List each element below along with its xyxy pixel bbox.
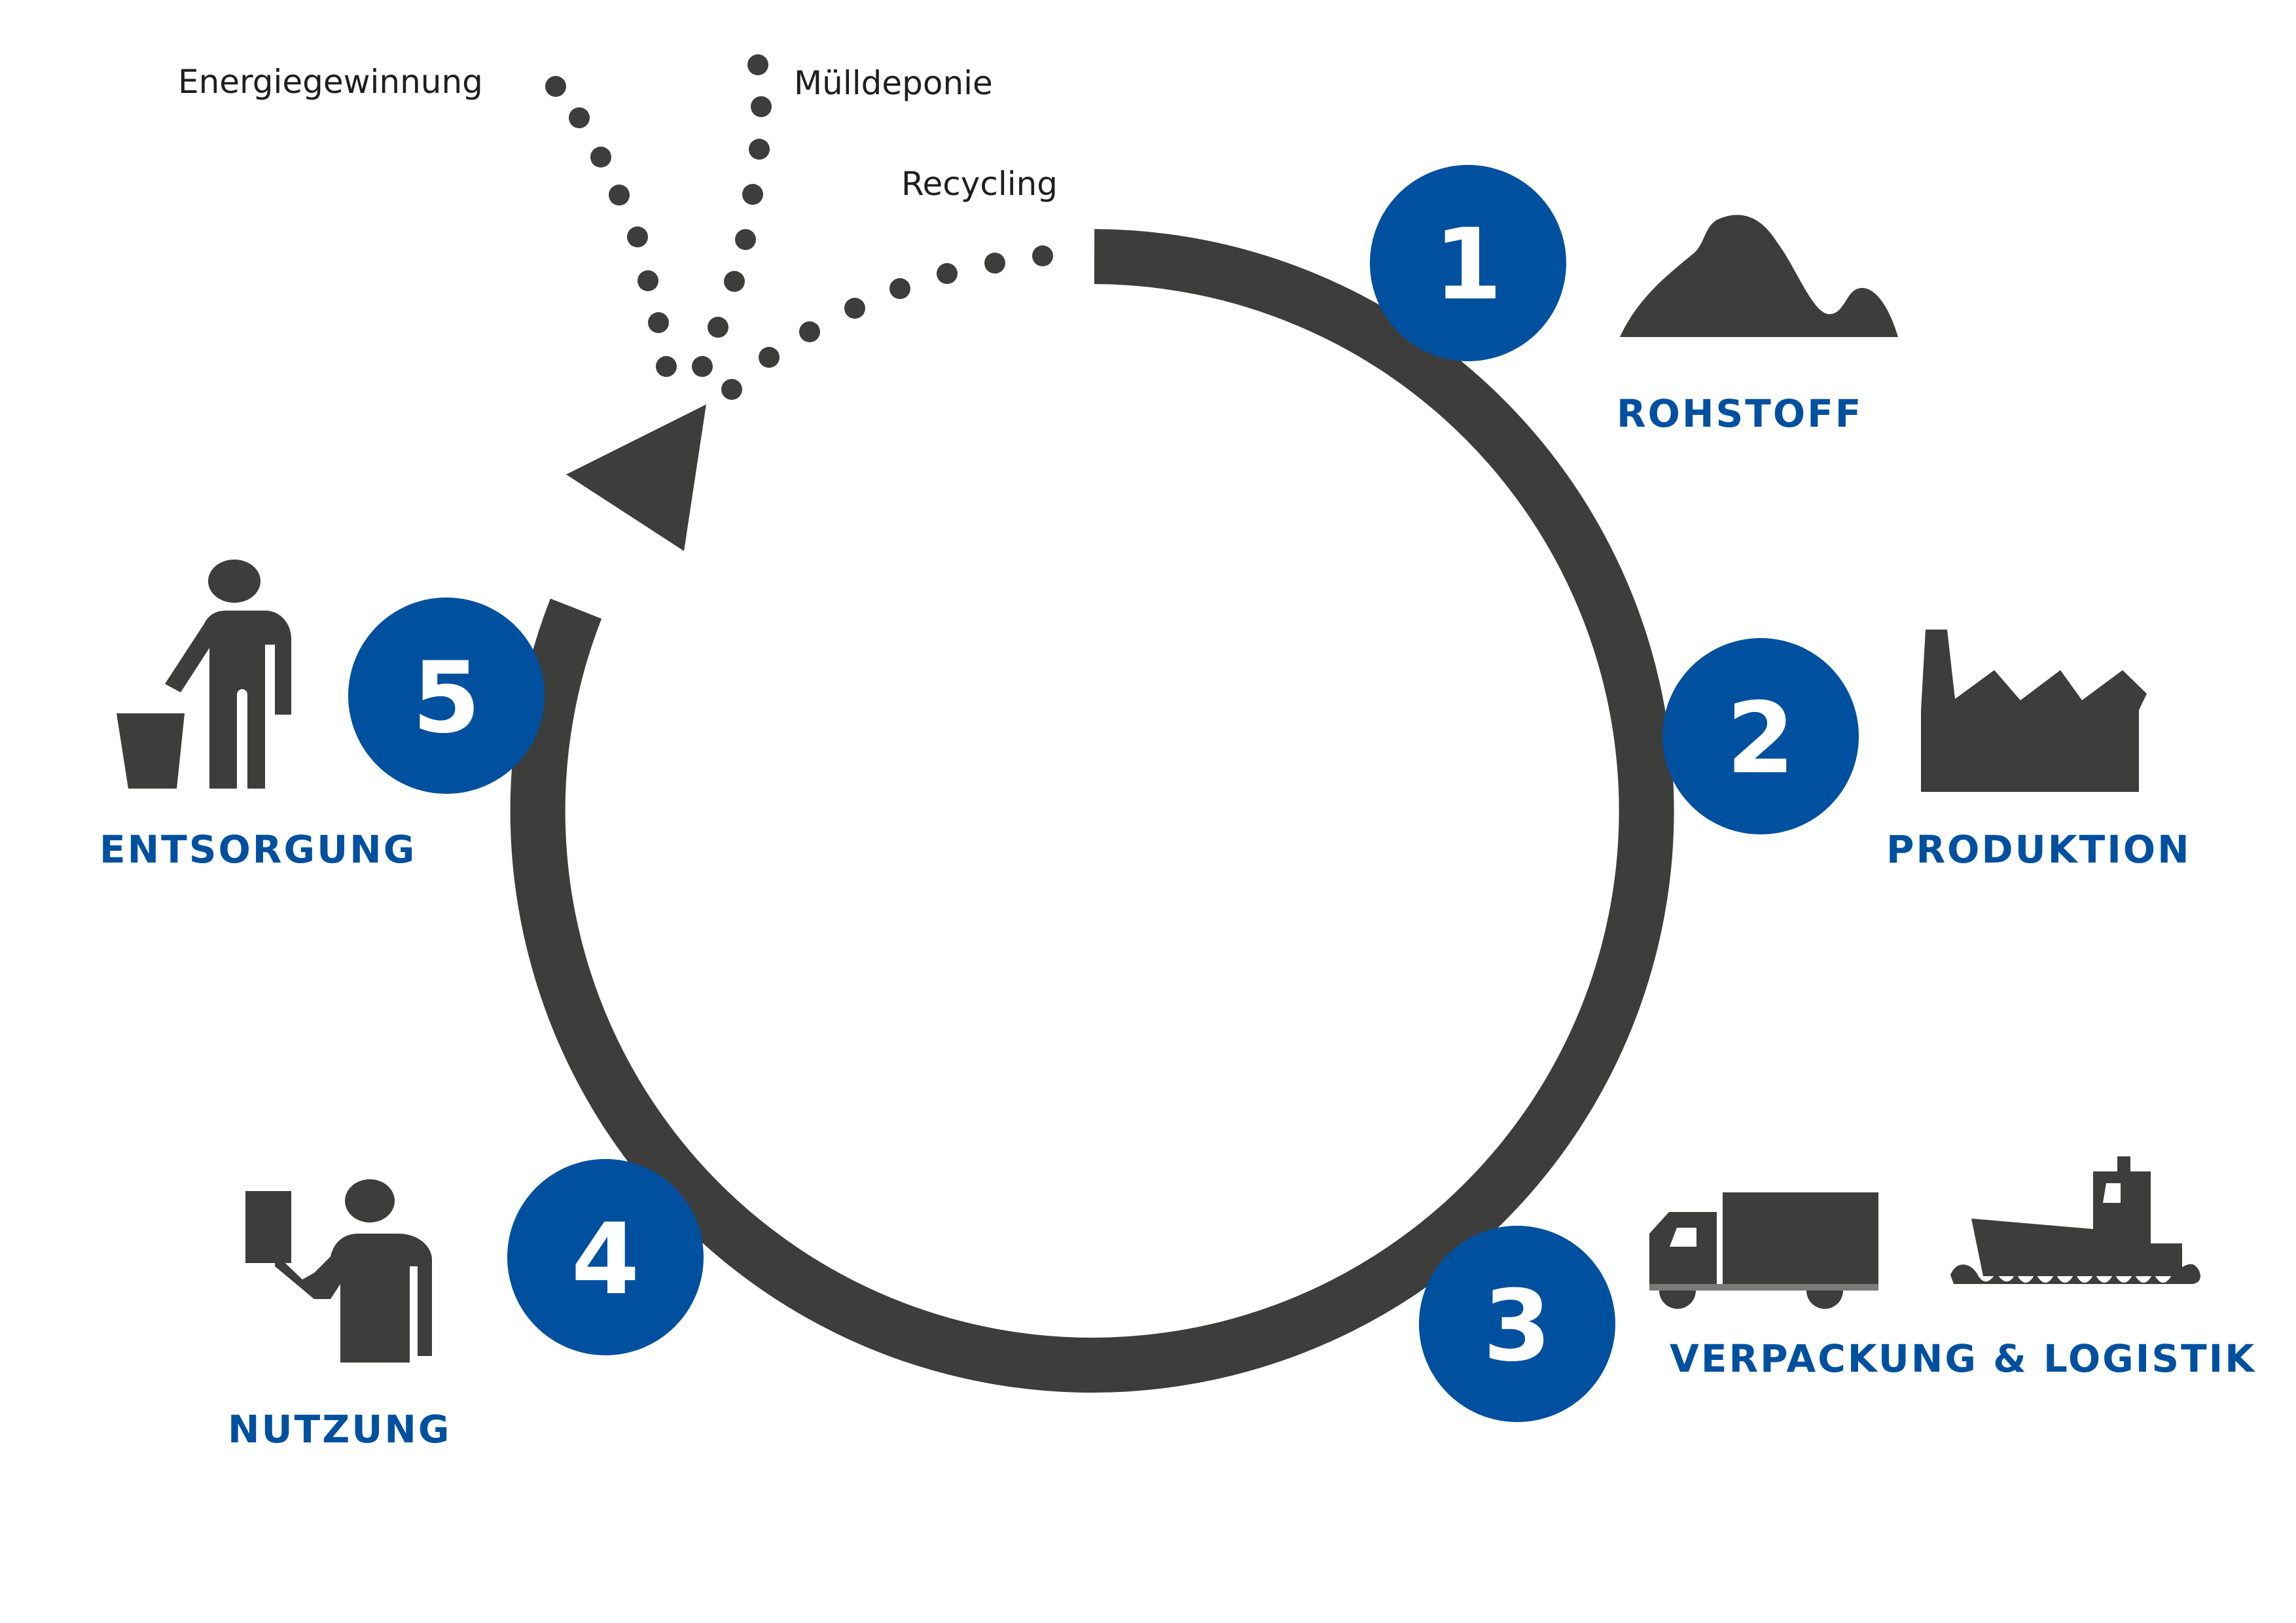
stage-3: 3 VERPACKUNG & LOGISTIK <box>1419 1156 2256 1422</box>
stage-label-5: ENTSORGUNG <box>99 827 416 872</box>
stage-1: 1 ROHSTOFF <box>1370 165 1898 436</box>
dotted-paths <box>545 54 1053 400</box>
truck-icon <box>1649 1192 1878 1309</box>
stage-badge-4 <box>507 1159 704 1355</box>
cycle-arrow <box>510 229 1674 1393</box>
stage-number-1: 1 <box>1434 208 1502 322</box>
stage-label-1: ROHSTOFF <box>1617 391 1863 436</box>
person-disposing-icon <box>117 560 291 789</box>
stage-badge-3 <box>1419 1226 1615 1422</box>
stage-4: 4 NUTZUNG <box>228 1159 704 1452</box>
stage-label-2: PRODUKTION <box>1886 827 2191 872</box>
destination-label-energiegewinnung: Energiegewinnung <box>178 63 483 101</box>
stage-number-2: 2 <box>1727 682 1795 796</box>
stage-badge-1 <box>1370 165 1566 361</box>
ship-icon <box>1950 1156 2200 1284</box>
stage-number-4: 4 <box>571 1203 639 1317</box>
stage-number-3: 3 <box>1483 1270 1551 1383</box>
factory-icon <box>1921 630 2147 792</box>
stage-label-4: NUTZUNG <box>228 1407 452 1452</box>
person-using-icon <box>245 1179 432 1363</box>
destination-label-muelldeponie: Mülldeponie <box>794 64 993 102</box>
stage-5: 5 ENTSORGUNG <box>99 560 545 872</box>
stage-badge-5 <box>348 597 545 794</box>
stage-label-3: VERPACKUNG & LOGISTIK <box>1670 1336 2256 1381</box>
mountain-icon <box>1620 215 1898 337</box>
destination-label-recycling: Recycling <box>901 165 1058 203</box>
stage-badge-2 <box>1662 638 1859 834</box>
stage-2: 2 PRODUKTION <box>1662 630 2191 872</box>
stage-number-5: 5 <box>412 641 480 755</box>
